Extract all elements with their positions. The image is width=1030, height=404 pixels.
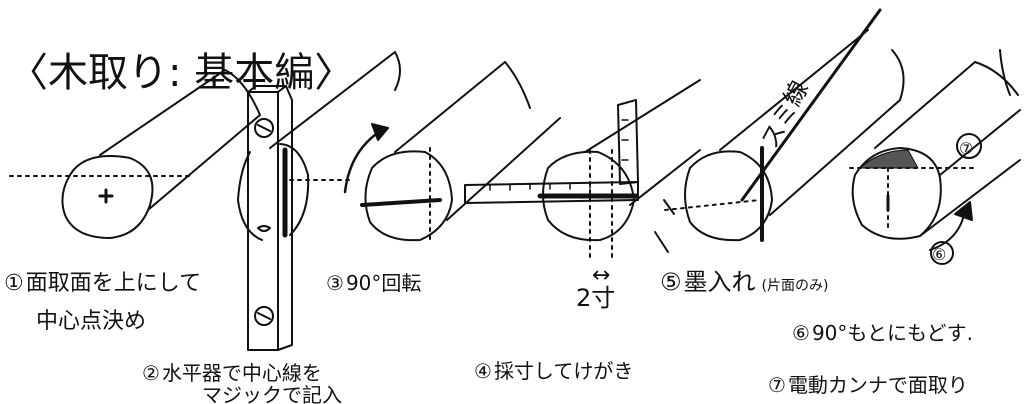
spirit-level: [247, 85, 293, 351]
measure-arrow: ↔: [592, 263, 610, 288]
svg-text:①面取面を上にして: ①面取面を上にして: [4, 271, 201, 296]
svg-text:マジックで記入: マジックで記入: [202, 383, 342, 404]
log-step4: [537, 79, 701, 261]
circle7-marker: [956, 133, 982, 159]
title: 〈木取り: 基本編〉: [8, 50, 354, 96]
measure-label: 2寸: [576, 284, 615, 312]
log-step2: [237, 51, 401, 241]
caption-step5: ⑤墨入れ(片面のみ): [660, 268, 828, 296]
svg-text:⑥90°もとにもどす.: ⑥90°もとにもどす.: [792, 321, 973, 345]
log-step5: [654, 8, 905, 253]
svg-text:中心点決め: 中心点決め: [36, 309, 146, 334]
carpenter-square: [464, 99, 639, 204]
log-step1: [9, 69, 261, 239]
circle6-marker: [930, 241, 954, 265]
circle7-label: ⑦: [959, 139, 973, 158]
caption-step1: ①面取面を上にして 中心点決め: [4, 271, 201, 334]
circle6-label: ⑥: [932, 245, 946, 264]
svg-text:⑤墨入れ(片面のみ): ⑤墨入れ(片面のみ): [660, 268, 828, 296]
log-step3: [343, 61, 561, 242]
log-step7: [849, 49, 1021, 251]
svg-text:③90°回転: ③90°回転: [326, 271, 421, 295]
